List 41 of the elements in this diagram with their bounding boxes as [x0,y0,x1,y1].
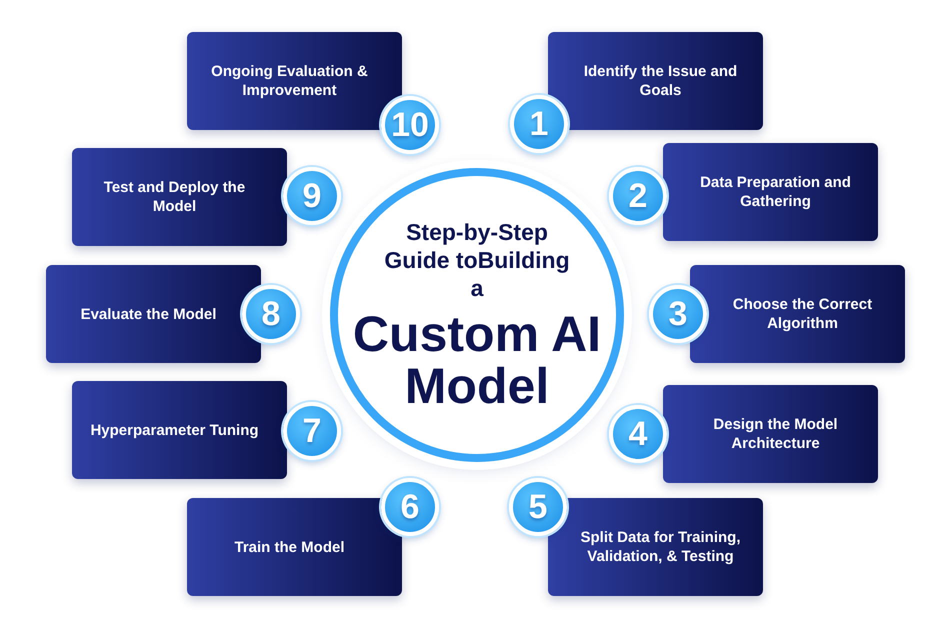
guide-heading: Step-by-Step Guide toBuilding a [383,218,571,302]
step-card [663,385,878,483]
step-number-badge [283,167,341,225]
step-number-badge [283,402,341,460]
step-text: Design the Model Architecture [712,415,839,453]
step-text: Train the Model [234,538,344,556]
step-number: 5 [528,488,548,526]
step-text: Hyperparameter Tuning [90,420,259,440]
step-number-badge [510,95,568,153]
step-text: Data Preparation and Gathering [699,173,852,211]
step-number: 3 [668,294,688,334]
step-number: 1 [530,104,548,144]
step-text: Evaluate the Model [80,304,216,324]
step-text: Split Data for Training, Validation, & Testing [579,528,742,566]
step-card [690,265,905,363]
step-card [548,32,763,130]
step-number: 8 [262,294,280,334]
step-number-badge [381,96,439,154]
step-card [663,143,878,241]
step-text: Ongoing Evaluation & Improvement [210,62,369,100]
step-card [548,498,763,596]
step-text: Choose the Correct Algorithm [732,295,874,333]
step-text: Identify the Issue and Goals [582,62,738,100]
step-number: 7 [302,412,322,450]
step-card [187,498,402,596]
step-number-badge [509,478,567,536]
step-card [72,148,287,246]
step-number-badge [609,405,667,463]
step-number-badge [242,285,300,343]
step-number: 10 [391,106,429,144]
step-text: Test and Deploy the Model [102,178,246,216]
step-number-badge [381,478,439,536]
step-number: 2 [628,176,648,216]
step-number: 9 [302,176,322,216]
step-number: 6 [400,488,420,526]
step-number-badge [609,167,667,225]
step-card [46,265,261,363]
guide-title: Custom AI Model [352,308,602,412]
step-number-badge [649,285,707,343]
step-number: 4 [628,414,648,454]
step-card [72,381,287,479]
